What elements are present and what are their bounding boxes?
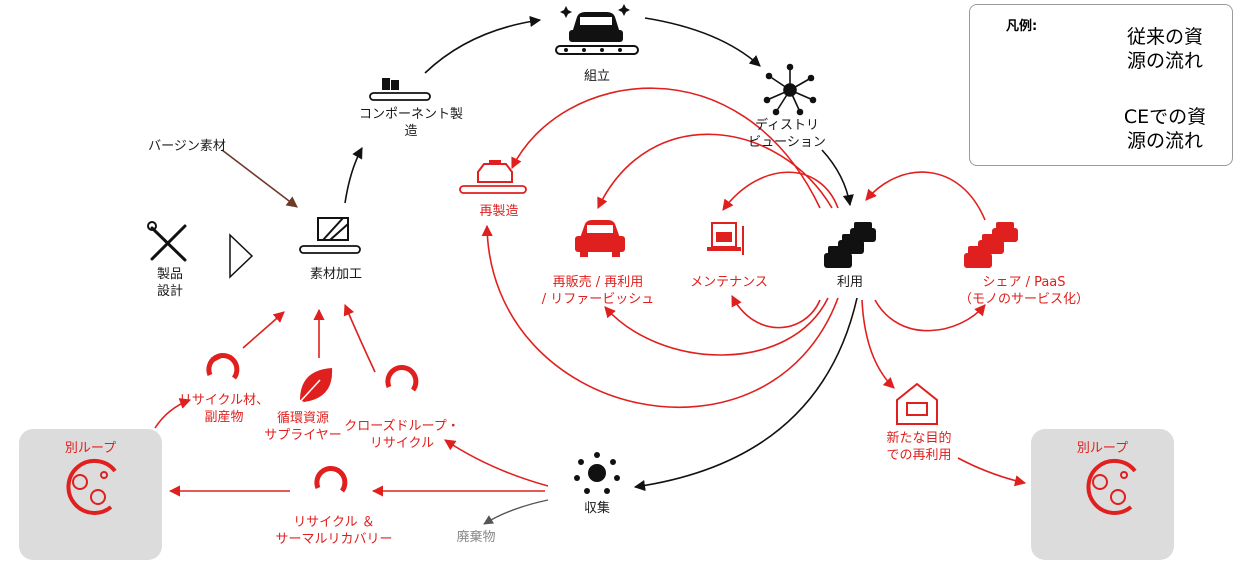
legend-box: 凡例: 従来の資源の流れ CEでの資源の流れ xyxy=(969,4,1233,166)
arrow-use-to-collection xyxy=(633,297,858,492)
other-loop-left-box: 別ループ xyxy=(19,429,162,560)
chevron-right-icon xyxy=(229,233,254,279)
maintenance-label: メンテナンス xyxy=(690,275,768,290)
arrow-loop-to-recycled xyxy=(154,398,192,429)
arrow-use-to-remanufacturing xyxy=(511,87,821,209)
arrow-new-purpose-to-loop xyxy=(957,457,1027,487)
product-design-label: 製品設計 xyxy=(156,267,184,299)
arrow-distribution-to-use xyxy=(821,149,854,207)
arrow-use-to-remanufacturing-loop xyxy=(481,224,839,409)
arrow-use-to-maintenance xyxy=(731,295,821,329)
component-conveyor-icon xyxy=(369,78,431,101)
legend-ce-label: CEでの資源の流れ xyxy=(1123,106,1207,152)
arrow-use-to-maintenance-top xyxy=(722,171,839,211)
waste-label: 廃棄物 xyxy=(456,530,496,545)
circular-supplier-label: 循環資源サプライヤー xyxy=(264,411,342,443)
use-label: 利用 xyxy=(836,275,864,290)
component-label: コンポーネント製造 xyxy=(358,107,464,139)
recycled-material-label: リサイクル材、副産物 xyxy=(178,393,270,425)
engine-remanufacturing-icon xyxy=(459,160,527,194)
closed-loop-label: クローズドループ・リサイクル xyxy=(344,419,460,451)
other-loop-right-label: 別ループ xyxy=(1076,441,1129,456)
recycle-icon xyxy=(314,466,348,493)
legend-title: 凡例: xyxy=(1006,19,1038,34)
leaf-icon xyxy=(297,368,333,405)
assembly-label: 組立 xyxy=(583,69,611,84)
use-cars-icon xyxy=(824,222,876,268)
arrow-collection-to-closed-loop xyxy=(444,439,549,487)
material-processing-icon xyxy=(299,217,361,254)
arrow-closed-loop-to-material xyxy=(343,303,376,373)
new-purpose-label: 新たな目的での再利用 xyxy=(886,431,952,463)
resale-label: 再販売 / 再利用/ リファービッシュ xyxy=(541,275,655,307)
share-paas-label: シェア / PaaS（モノのサービス化） xyxy=(958,275,1090,307)
material-processing-label: 素材加工 xyxy=(309,267,363,282)
arrow-collection-to-waste xyxy=(483,499,549,525)
virgin-material-label: バージン素材 xyxy=(148,139,226,154)
ce-flow-arrows xyxy=(154,87,1027,497)
traditional-flow-arrows xyxy=(344,15,858,492)
recycle-icon xyxy=(385,365,419,392)
house-icon xyxy=(896,382,938,425)
arrow-component-to-assembly xyxy=(424,15,542,74)
share-cars-icon xyxy=(964,222,1018,268)
arrow-recycled-to-material xyxy=(242,311,285,349)
arrow-virgin-to-material xyxy=(221,149,298,208)
maintenance-icon xyxy=(707,222,744,255)
tools-icon xyxy=(147,221,187,262)
thermal-recovery-label: リサイクル ＆サーマルリカバリー xyxy=(275,515,393,547)
distribution-label: ディストリビューション xyxy=(748,118,826,150)
arrow-use-to-resale xyxy=(604,297,829,356)
other-loop-left-label: 別ループ xyxy=(64,441,117,456)
collection-label: 収集 xyxy=(583,501,611,516)
legend-traditional-label: 従来の資源の流れ xyxy=(1126,26,1203,72)
recycle-icon xyxy=(206,353,240,380)
arrow-use-to-share xyxy=(874,299,986,332)
collection-icon xyxy=(574,452,620,494)
distribution-hub-icon xyxy=(763,63,817,116)
arrow-material-to-component xyxy=(344,147,363,204)
other-loop-right-box: 別ループ xyxy=(1031,429,1174,560)
resale-car-icon xyxy=(575,220,625,257)
arrow-use-to-resale-top xyxy=(597,133,833,210)
arrow-assembly-to-distribution xyxy=(644,17,761,67)
arrow-share-to-use xyxy=(865,171,986,221)
arrow-use-to-new-purpose xyxy=(861,299,895,389)
remanufacturing-label: 再製造 xyxy=(479,204,519,219)
car-assembly-icon xyxy=(555,4,639,55)
